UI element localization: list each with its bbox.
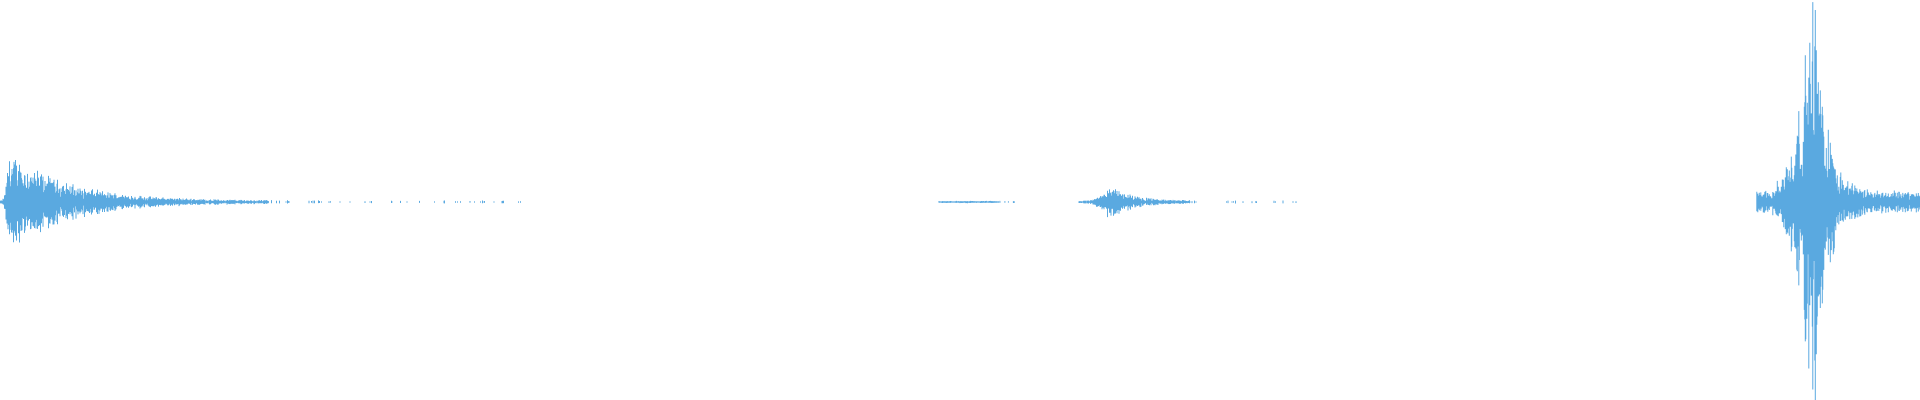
waveform-segment-flat-mid [938,200,1015,204]
waveform-path [938,200,1015,204]
waveform-segment-burst-right [1756,2,1920,400]
waveform-segment-burst-mid [1078,189,1297,218]
waveform-segment-burst-left [0,160,521,243]
waveform-path [1756,2,1920,400]
waveform-path [0,160,521,243]
waveform-path [1078,189,1297,218]
